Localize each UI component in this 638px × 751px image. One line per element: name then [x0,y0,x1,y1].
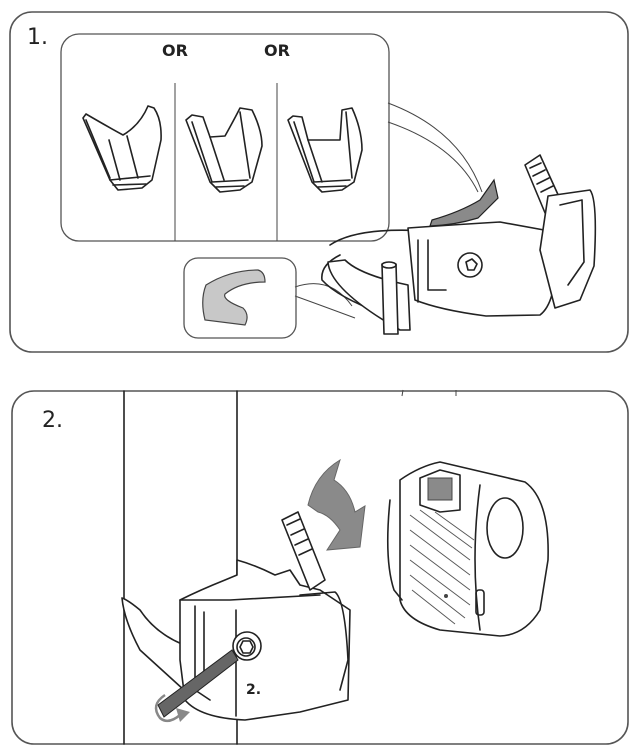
mount-with-strap [321,154,597,335]
shim-curved [82,105,162,191]
panel-border [9,11,629,353]
strap-pin [381,263,399,335]
device [386,461,549,637]
step-2-panel: 2. 2. [11,389,629,745]
shim-options-box: OR OR [60,33,390,242]
rubber-pad-box [183,257,297,339]
step-2-number: 2. [42,408,63,433]
or-label: OR [264,41,290,60]
rotate-arrow-icon [154,693,181,723]
insert-arrow-icon [307,458,366,551]
step-2-sub-label: 2. [246,682,261,698]
mount-on-pole: 2. [121,511,351,723]
release-lever [281,511,326,591]
shim-notched [185,107,263,193]
step-1-number: 1. [27,25,48,50]
or-label: OR [162,41,188,60]
rubber-pad [202,269,266,326]
strap [121,597,201,701]
shim-flat [287,107,363,193]
arrow-head [176,708,190,722]
shim-installed [429,178,499,227]
panel-border [11,390,629,745]
hex-key [157,649,239,718]
device-lens [486,497,524,559]
step-1-panel: 1. OR OR [9,11,629,353]
